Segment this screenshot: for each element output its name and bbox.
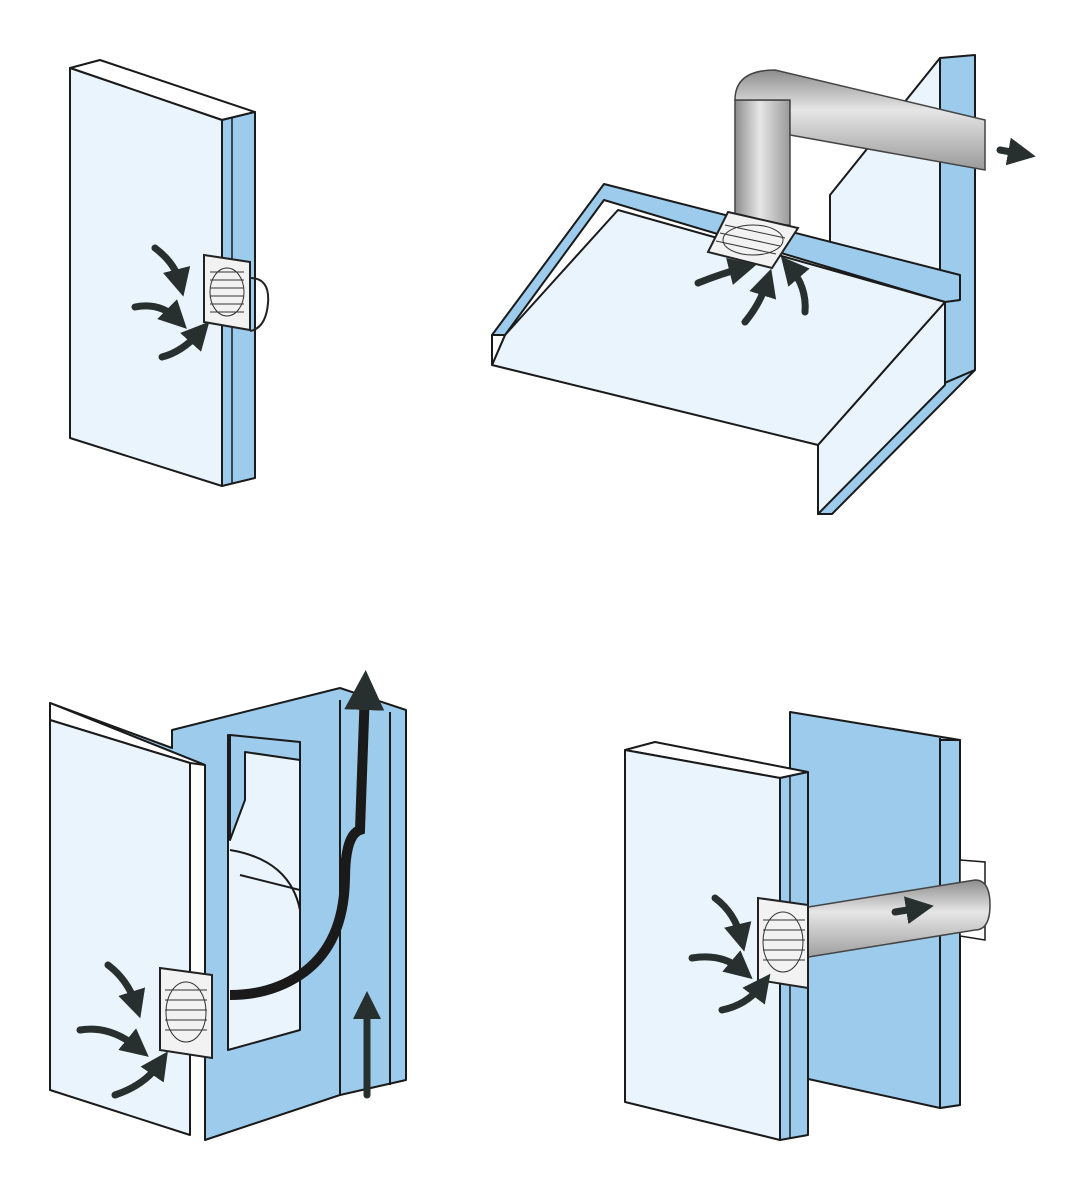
airflow-arrow-icon	[104, 961, 146, 1019]
wall-face	[624, 749, 781, 1141]
panel-wall-mounted-fan	[69, 59, 270, 487]
panel-fan-with-vertical-shaft	[49, 670, 407, 1141]
wall-face	[49, 719, 191, 1136]
airflow-arrow-icon	[688, 950, 753, 980]
panel-through-wall-duct-fan	[624, 711, 991, 1141]
airflow-arrow-icon	[131, 299, 187, 329]
flexible-duct	[229, 670, 385, 1000]
ceiling-rim	[491, 183, 961, 336]
airflow-arrow-icon	[711, 894, 752, 952]
airflow-arrow-icon	[741, 268, 777, 326]
fan-icon	[706, 210, 800, 270]
airflow-arrow-icon	[111, 1051, 168, 1099]
fan-icon	[159, 966, 213, 1060]
airflow-arrow-icon	[718, 973, 771, 1014]
airflow-arrow-icon	[891, 896, 934, 925]
duct-vertical	[734, 99, 791, 226]
duct-horizontal	[734, 69, 986, 171]
airflow-arrow-icon	[780, 256, 810, 316]
airflow-arrow-icon	[158, 321, 210, 361]
duct-horizontal	[789, 879, 991, 961]
panel-ceiling-fan-with-duct	[491, 54, 1036, 515]
airflow-arrow-icon	[694, 257, 757, 287]
airflow-arrow-icon	[996, 137, 1036, 166]
airflow-arrow-icon	[76, 1025, 149, 1057]
airflow-arrow-icon	[151, 244, 191, 297]
fan-icon	[203, 253, 251, 332]
fan-icon	[757, 896, 809, 990]
wall-face	[69, 67, 223, 487]
fan-cable	[249, 277, 270, 332]
